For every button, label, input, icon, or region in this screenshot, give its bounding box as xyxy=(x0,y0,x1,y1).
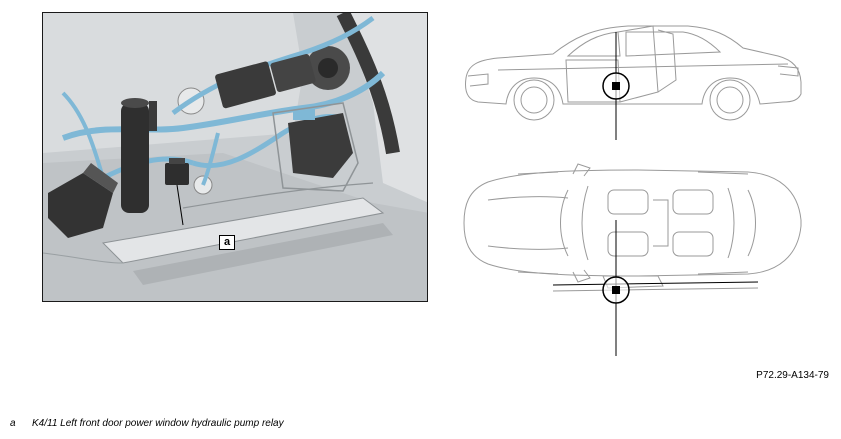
legend-text: K4/11 Left front door power window hydra… xyxy=(32,418,284,429)
location-marker-square xyxy=(612,82,620,90)
car-side-view xyxy=(465,25,802,140)
legend-key: a xyxy=(10,418,16,429)
location-marker-square-top xyxy=(612,286,620,294)
figure-code: P72.29-A134-79 xyxy=(756,370,829,381)
car-top-view xyxy=(463,163,802,356)
legend: a K4/11 Left front door power window hydr… xyxy=(10,418,284,429)
callout-label-a: a xyxy=(219,235,235,250)
door-interior-illustration xyxy=(43,13,427,301)
door-interior-photo: a xyxy=(42,12,428,302)
